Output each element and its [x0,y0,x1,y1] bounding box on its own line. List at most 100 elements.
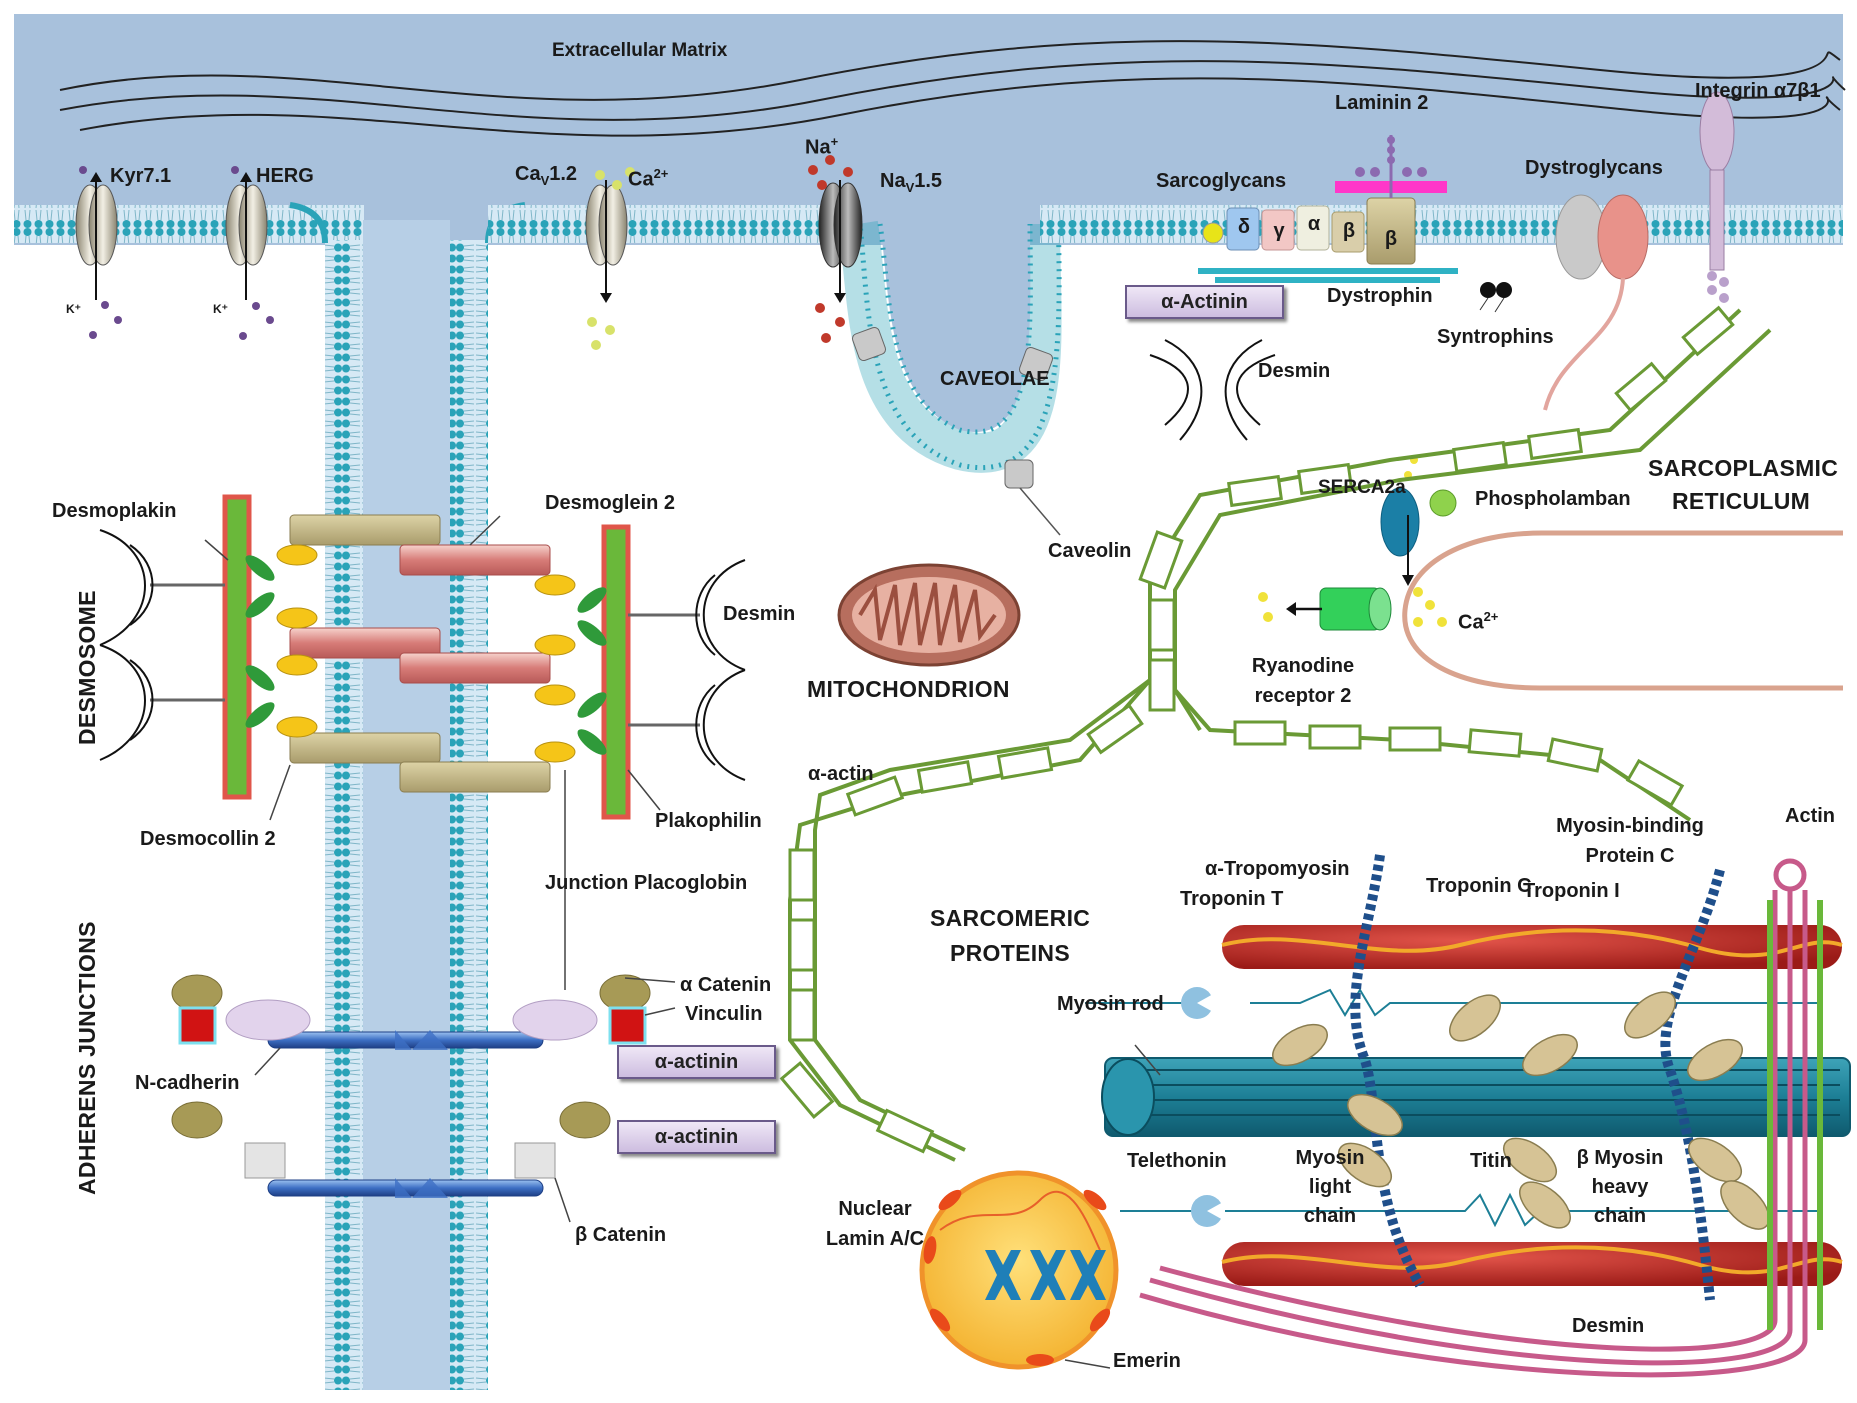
sarcoglycan-delta: δ [1237,216,1251,238]
label-emerin: Emerin [1113,1350,1181,1372]
label-beta-catenin: β Catenin [575,1224,667,1246]
sarcoglycan-beta-1: β [1342,220,1356,242]
label-ryr-line2: receptor 2 [1254,685,1352,707]
label-cav12-rest: 1.2 [549,163,578,185]
label-desmin-top: Desmin [1258,360,1331,382]
desmin-loops [1139,858,1808,1378]
label-mlc-line3: chain [1303,1205,1357,1227]
label-titin: Titin [1470,1150,1512,1172]
label-desmoglein: Desmoglein 2 [545,492,676,514]
label-nav15-rest: 1.5 [914,170,943,192]
ion-channels [75,172,863,303]
nucleus-icon [919,1170,1119,1370]
caveolae-membrane [838,220,1062,473]
label-desmocollin: Desmocollin 2 [140,828,276,850]
label-ca-ion-top: Ca2+ [628,166,669,192]
alpha-actin-segments [779,305,1735,1154]
label-alpha-tropomyosin: α-Tropomyosin [1205,858,1350,880]
label-extracellular-matrix: Extracellular Matrix [552,40,728,61]
label-phospholamban: Phospholamban [1475,488,1631,510]
label-myosin-rod: Myosin rod [1057,993,1164,1015]
label-sarcomeric-line2: PROTEINS [950,940,1070,966]
label-mhc-line3: chain [1593,1205,1647,1227]
label-dystrophin: Dystrophin [1327,285,1433,307]
phospholamban [1429,489,1457,517]
label-sarcomeric-line1: SARCOMERIC [930,905,1091,931]
sarcoplasmic-reticulum-membrane [1402,530,1843,691]
label-dystroglycans: Dystroglycans [1525,157,1663,179]
label-kv71: Kyr7.1 [110,165,172,187]
sarcomere [1085,854,1851,1378]
alpha-actinin-box-2: α-actinin [617,1120,776,1154]
ions [79,155,853,350]
t-tubule-lumen [363,220,450,1390]
label-mlc-line2: light [1308,1176,1352,1198]
label-actin: Actin [1785,805,1835,827]
label-ca-ion-top-base: Ca [628,168,654,191]
label-n-cadherin: N-cadherin [135,1072,240,1094]
label-laminin: Laminin 2 [1335,92,1429,114]
label-ca-ion-sr: Ca2+ [1458,609,1499,635]
label-na-ion: Na+ [805,134,839,160]
label-k-left-2: K⁺ [213,302,228,316]
label-nav15-sub: V [905,180,915,195]
label-herg: HERG [256,165,314,187]
label-alpha-catenin: α Catenin [680,974,772,996]
label-mitochondrion: MITOCHONDRION [807,676,1010,702]
adherens-junctions [171,974,676,1223]
serca2a-pump [1380,487,1420,557]
chromosome-icon [985,1250,1106,1300]
label-nuclear-line1: Nuclear [838,1198,912,1220]
label-mhc-line2: heavy [1591,1176,1649,1198]
label-placoglobin: Junction Placoglobin [545,872,748,894]
mitochondrion-icon [837,563,1021,667]
label-desmin-right: Desmin [723,603,796,625]
label-troponin-t: Troponin T [1180,888,1284,910]
label-sr-line1: SARCOPLASMIC [1648,455,1839,481]
label-ca-ion-sr-sup: 2+ [1483,609,1499,624]
sarcoglycan-beta-2: β [1384,228,1398,250]
ryanodine-receptor [1319,587,1392,631]
label-ca-ion-top-sup: 2+ [653,166,669,181]
actin-thin-filament-bottom [1221,1242,1843,1286]
label-desmin-bottom: Desmin [1572,1315,1645,1337]
label-na-ion-sup: + [830,134,839,149]
sarcoglycan-gamma: γ [1273,220,1285,242]
actin-thin-filament-top [1221,925,1843,969]
label-ryr-line1: Ryanodine [1251,655,1355,677]
label-mybpc-line2: Protein C [1585,845,1675,867]
label-mlc-line1: Myosin [1295,1147,1365,1169]
label-na-ion-base: Na [805,136,831,159]
label-nuclear-line2: Lamin A/C [825,1228,925,1250]
label-caveolae: CAVEOLAE [940,368,1050,390]
sarcolemma-right [1040,205,1843,243]
alpha-actinin-box-1: α-actinin [617,1045,776,1079]
t-tubule-wall-left [325,240,363,1390]
label-sr-line2: RETICULUM [1672,488,1811,514]
label-serca: SERCA2a [1318,477,1406,498]
label-sarcoglycans: Sarcoglycans [1156,170,1287,192]
label-syntrophins: Syntrophins [1437,326,1554,348]
label-integrin: Integrin α7β1 [1695,80,1821,102]
t-tubule-wall-right [450,240,488,1390]
desmin-top-fibers [1149,339,1276,441]
sarcolemma-middle [488,205,858,243]
label-desmosome: DESMOSOME [74,590,100,745]
ecm-fibers [59,40,1846,137]
label-adherens: ADHERENS JUNCTIONS [74,921,100,1195]
label-mybpc-line1: Myosin-binding [1556,815,1704,837]
label-vinculin: Vinculin [685,1003,763,1025]
label-alpha-actin: α-actin [808,763,874,785]
caveolin-proteins [851,326,1061,536]
label-cav12: CaV1.2 [515,163,577,189]
label-troponin-i: Troponin I [1523,880,1620,902]
label-mhc-line1: β Myosin [1576,1147,1664,1169]
label-ca-ion-sr-base: Ca [1458,611,1484,634]
desmosome [99,494,746,990]
sarcoglycan-alpha: α [1307,213,1321,235]
label-cav12-base: Ca [515,163,541,185]
label-plakophilin: Plakophilin [655,810,762,832]
label-telethonin: Telethonin [1127,1150,1227,1172]
